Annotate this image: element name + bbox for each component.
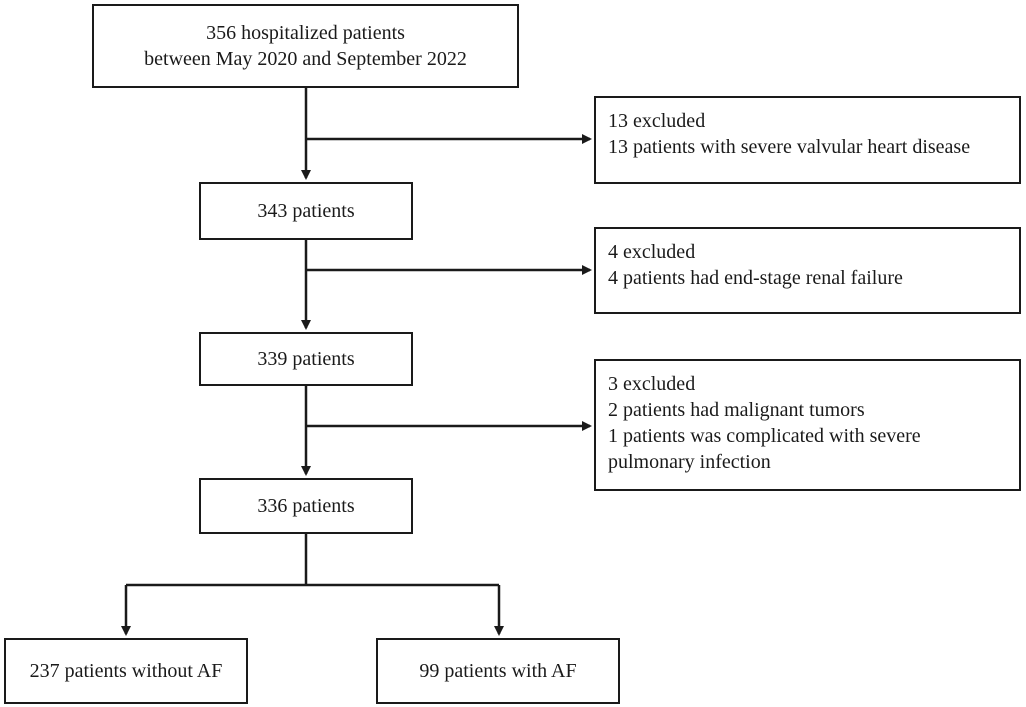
start-line-2: between May 2020 and September 2022	[144, 48, 467, 70]
exclusion-box-3: 3 excluded 2 patients had malignant tumo…	[594, 359, 1021, 491]
start-line-1: 356 hospitalized patients	[206, 22, 405, 44]
stage-336-box: 336 patients	[199, 478, 413, 534]
exclusion-3-line-1: 3 excluded	[608, 373, 696, 395]
group-with-af-label: 99 patients with AF	[419, 660, 577, 682]
exclusion-3-line-3: 1 patients was complicated with severe	[608, 425, 921, 447]
start-box: 356 hospitalized patients between May 20…	[92, 4, 519, 88]
exclusion-box-2: 4 excluded 4 patients had end-stage rena…	[594, 227, 1021, 314]
exclusion-2-line-1: 4 excluded	[608, 241, 696, 263]
exclusion-box-1: 13 excluded 13 patients with severe valv…	[594, 96, 1021, 184]
exclusion-3-line-2: 2 patients had malignant tumors	[608, 399, 865, 421]
group-with-af-box: 99 patients with AF	[376, 638, 620, 704]
exclusion-1-line-1: 13 excluded	[608, 110, 706, 132]
exclusion-3-line-4: pulmonary infection	[608, 451, 771, 473]
stage-343-box: 343 patients	[199, 182, 413, 240]
stage-336-label: 336 patients	[257, 495, 355, 517]
stage-339-box: 339 patients	[199, 332, 413, 386]
stage-339-label: 339 patients	[257, 348, 355, 370]
stage-343-label: 343 patients	[257, 200, 355, 222]
exclusion-2-line-2: 4 patients had end-stage renal failure	[608, 267, 903, 289]
exclusion-1-line-2: 13 patients with severe valvular heart d…	[608, 136, 971, 158]
group-without-af-label: 237 patients without AF	[29, 660, 223, 682]
group-without-af-box: 237 patients without AF	[4, 638, 248, 704]
